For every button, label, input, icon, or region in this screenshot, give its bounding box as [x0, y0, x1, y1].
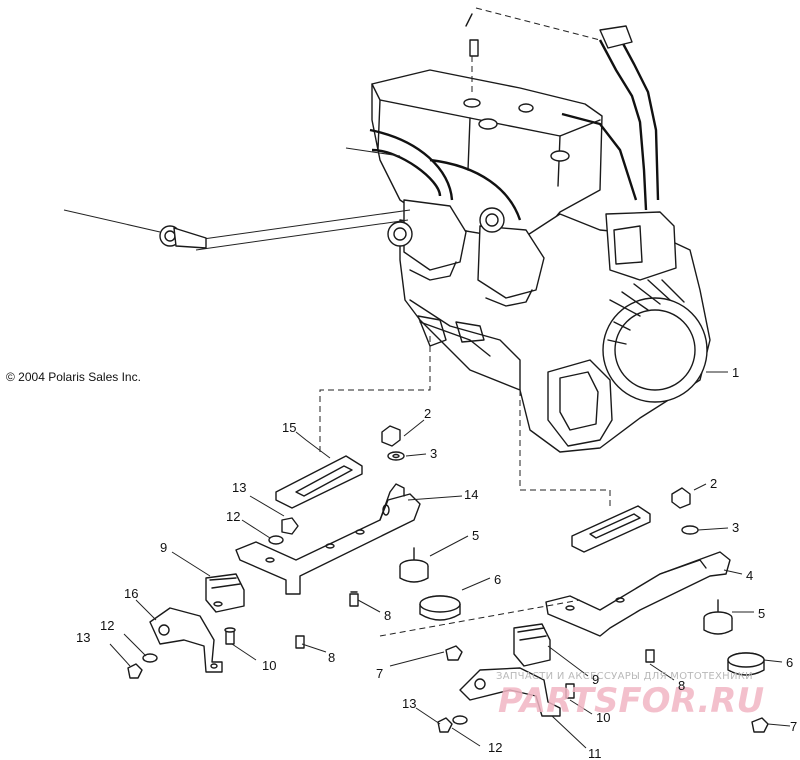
callout-6: 6 [494, 572, 501, 587]
part-15-mount-plate [275, 455, 363, 509]
part-5-rubber-mount-right [703, 599, 733, 635]
callout-9: 9 [160, 540, 167, 555]
callout-12: 12 [100, 618, 114, 633]
callout-13: 13 [402, 696, 416, 711]
callout-11: 11 [588, 746, 602, 760]
callout-12: 12 [226, 509, 240, 524]
part-10-bolt-right [565, 683, 575, 699]
part-12-washer-left [142, 653, 158, 663]
callout-5: 5 [758, 606, 765, 621]
part-12-washer-left-upper [268, 535, 284, 545]
watermark-tagline: ЗАПЧАСТИ И АКСЕССУАРЫ ДЛЯ МОТОТЕХНИКИ [496, 671, 753, 682]
watermark-logo: PARTSFOR.RU [498, 681, 764, 721]
copyright-text: © 2004 Polaris Sales Inc. [6, 370, 141, 384]
callout-8: 8 [328, 650, 335, 665]
callout-1: 1 [732, 365, 739, 380]
callout-7: 7 [790, 719, 797, 734]
part-16-bracket [149, 607, 223, 673]
callout-5: 5 [472, 528, 479, 543]
callout-6: 6 [786, 655, 793, 670]
part-13-nut-left-upper [281, 517, 299, 535]
callout-2: 2 [424, 406, 431, 421]
callout-16: 16 [124, 586, 138, 601]
part-8-bolt-right [645, 649, 655, 663]
part-13-nut-left [127, 663, 143, 679]
callout-7: 7 [376, 666, 383, 681]
part-3-washer-left [387, 451, 405, 461]
part-2-nut-right [671, 487, 691, 509]
callout-9: 9 [592, 672, 599, 687]
callout-8: 8 [384, 608, 391, 623]
part-7-nut-right [751, 717, 769, 733]
leader-lines [109, 371, 791, 749]
part-8-bolt-b [295, 635, 305, 649]
part-9-damper-right [513, 623, 551, 667]
part-11-bracket [459, 667, 561, 717]
part-15-mount-plate-right [571, 505, 651, 553]
callout-4: 4 [746, 568, 753, 583]
carburetor-left [387, 199, 467, 281]
callout-15: 15 [282, 420, 296, 435]
part-8-bolt-a [349, 591, 359, 607]
callout-10: 10 [262, 658, 276, 673]
callout-13: 13 [232, 480, 246, 495]
part-2-nut-left [381, 425, 401, 447]
part-10-bolt-left [224, 627, 236, 645]
callout-12: 12 [488, 740, 502, 755]
part-5-rubber-mount-left [399, 547, 429, 583]
callout-14: 14 [464, 487, 478, 502]
engine-assembly [63, 7, 711, 453]
callout-10: 10 [596, 710, 610, 725]
part-7-nut-center [445, 645, 463, 661]
carburetor-right [477, 207, 545, 307]
callout-numbers: 1 2 3 15 14 13 12 9 5 6 8 8 16 12 13 10 … [76, 365, 797, 760]
part-6-spacer-right [727, 652, 765, 676]
part-14-bracket [235, 483, 421, 595]
callout-13: 13 [76, 630, 90, 645]
part-4-bracket [545, 551, 731, 637]
callout-2: 2 [710, 476, 717, 491]
callout-3: 3 [430, 446, 437, 461]
callout-3: 3 [732, 520, 739, 535]
part-3-washer-right [681, 525, 699, 535]
part-6-spacer-left [419, 595, 461, 621]
part-9-damper-left [205, 573, 245, 613]
part-13-nut-right [437, 717, 453, 733]
callout-8: 8 [678, 678, 685, 693]
part-12-washer-right [452, 715, 468, 725]
